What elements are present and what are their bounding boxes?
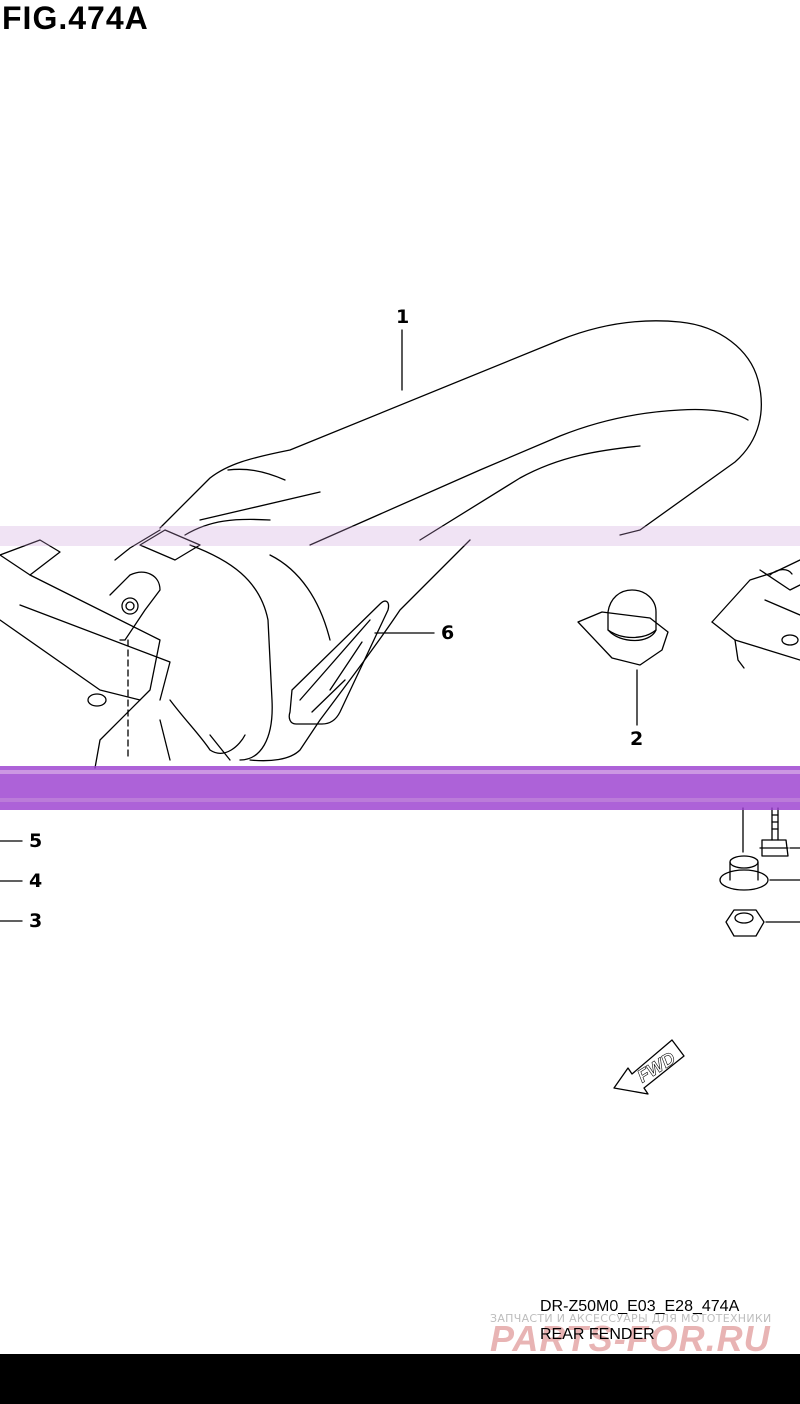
callout-5[interactable]: 5 xyxy=(29,830,43,852)
callout-4[interactable]: 4 xyxy=(29,870,43,892)
callout-2[interactable]: 2 xyxy=(630,728,644,750)
figure-name: REAR FENDER xyxy=(540,1326,655,1343)
watermark-logo: PARTS-FOR.RU xyxy=(490,1318,771,1359)
callout-6[interactable]: 6 xyxy=(441,622,455,644)
footer-bar xyxy=(0,1354,800,1404)
fwd-arrow xyxy=(613,1039,685,1095)
decal-part-6 xyxy=(288,600,390,725)
watermark-text: ЗАПЧАСТИ И АКСЕССУАРЫ ДЛЯ МОТОТЕХНИКИ xyxy=(490,1312,772,1325)
rubber-cushion-part-2 xyxy=(577,611,669,666)
callout-3[interactable]: 3 xyxy=(29,910,43,932)
figure-code: DR-Z50M0_E03_E28_474A xyxy=(540,1298,740,1315)
callout-1[interactable]: 1 xyxy=(396,306,410,328)
figure-title: FIG.474A xyxy=(2,0,149,36)
rear-fender-part-1 xyxy=(159,320,762,536)
